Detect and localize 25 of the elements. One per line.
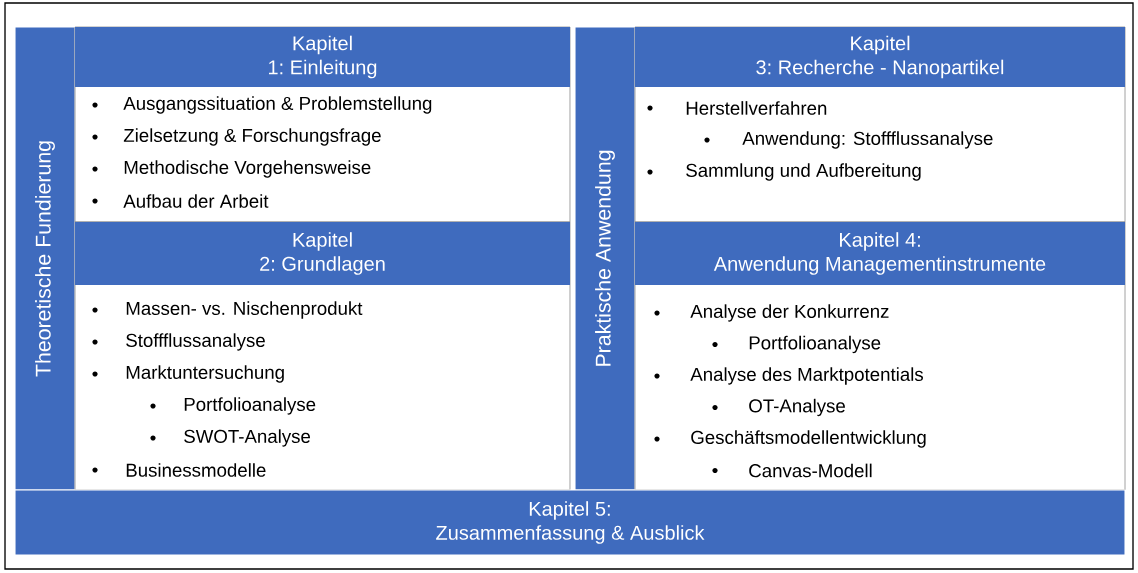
chapter-header: Kapitel 2: Grundlagen: [75, 222, 570, 285]
bullet-item: Zielsetzung & Forschungsfrage: [92, 128, 381, 146]
bullet-item: Portfolioanalyse: [150, 397, 316, 415]
bullet-item: SWOT-Analyse: [150, 429, 311, 447]
chapter-header: Kapitel 4: Anwendung Managementinstrumente: [635, 222, 1125, 285]
bullet-item: Anwendung: Stoffflussanalyse: [704, 131, 993, 149]
bullet-item: Massen- vs. Nischenprodukt: [92, 301, 363, 319]
bullet-item: Canvas-Modell: [712, 463, 872, 478]
bullet-item: Portfolioanalyse: [712, 335, 881, 354]
bullet-item: Marktuntersuchung: [92, 365, 284, 383]
side-band: Theoretische Fundierung: [14, 26, 76, 491]
chapter-header: Kapitel 1: Einleitung: [75, 27, 570, 87]
chapter-header: Kapitel 3: Recherche - Nanopartikel: [635, 27, 1125, 87]
bullet-item: Methodische Vorgehensweise: [92, 160, 371, 178]
bullet-item: Sammlung und Aufbereitung: [647, 163, 921, 181]
bullet-item: Businessmodelle: [92, 463, 266, 477]
side-band: Praktische Anwendung: [574, 26, 636, 491]
bullet-item: Analyse der Konkurrenz: [654, 304, 889, 322]
bullet-item: Aufbau der Arbeit: [92, 194, 269, 208]
bullet-item: Herstellverfahren: [647, 101, 827, 115]
bullet-item: Ausgangssituation & Problemstellung: [92, 96, 432, 114]
bullet-item: Stoffflussanalyse: [92, 333, 265, 351]
bullet-item: Analyse des Marktpotentials: [654, 367, 923, 385]
bullet-item: Geschäftsmodellentwicklung: [654, 430, 926, 448]
bullet-item: OT-Analyse: [712, 398, 845, 417]
